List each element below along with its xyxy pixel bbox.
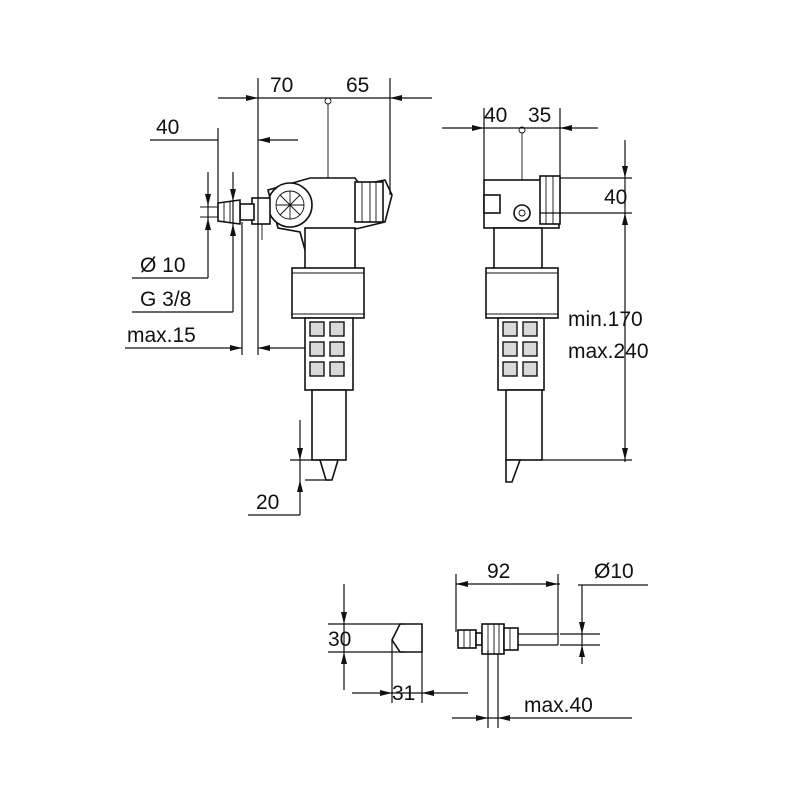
detail-dim-diameter-10-label: Ø10 [594,560,634,583]
side-dim-40-label: 40 [484,104,507,127]
dim-max-15-label: max.15 [127,324,196,347]
dim-thread-label: G 3/8 [140,288,191,311]
front-view: 70 65 40 Ø 10 G 3/8 max.15 20 [125,74,432,516]
dim-70-label: 70 [270,74,293,97]
front-dimension-lines [125,78,432,516]
dim-20-label: 20 [256,491,279,514]
side-dim-min-label: min.170 [568,308,643,331]
detail-parts [391,623,559,655]
detail-dim-max-40-label: max.40 [524,694,593,717]
detail-dimension-lines [328,574,648,728]
side-view: 40 35 40 min.170 max.240 [442,104,649,483]
detail-dim-92-label: 92 [487,560,510,583]
detail-dim-31-label: 31 [392,682,415,705]
detail-dim-30-label: 30 [328,628,351,651]
dim-diameter-10-label: Ø 10 [140,254,186,277]
side-dimension-lines [442,108,632,462]
front-valve-body [200,177,393,481]
side-dim-35-label: 35 [528,104,551,127]
detail-view: 92 Ø10 30 31 max.40 [328,560,648,728]
dim-65-label: 65 [346,74,369,97]
side-dim-40-right-label: 40 [604,186,627,209]
side-dim-max-label: max.240 [568,340,649,363]
side-valve-body [483,175,561,483]
dim-40-top-label: 40 [156,116,179,139]
